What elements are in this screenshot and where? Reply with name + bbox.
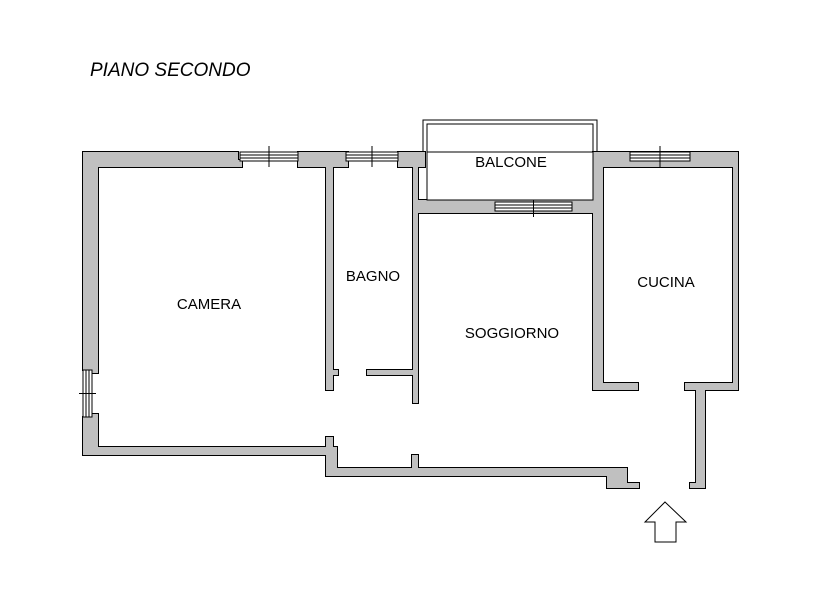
window-icon (345, 146, 399, 167)
window-icon (239, 146, 299, 167)
wall-segment (92, 367, 98, 373)
room-label-bagno: BAGNO (345, 268, 401, 285)
wall-segment (236, 160, 242, 167)
wall-segment (690, 483, 705, 488)
wall-segment (83, 152, 238, 167)
wall-segment (342, 160, 348, 167)
wall-segment (696, 383, 705, 488)
walls (82, 151, 739, 489)
room-label-cucina: CUCINA (637, 274, 695, 291)
wall-segment (398, 152, 425, 167)
room-label-balcone: BALCONE (475, 154, 547, 171)
wall-segment (92, 414, 98, 420)
wall-segment (413, 152, 418, 403)
wall-segment (326, 437, 333, 455)
wall-segment (83, 152, 98, 370)
wall-segment (333, 370, 338, 375)
wall-segment (83, 447, 333, 455)
room-label-soggiorno: SOGGIORNO (464, 325, 560, 342)
window-icon (79, 369, 96, 418)
wall-segment (298, 152, 348, 167)
balcony-railing (422, 119, 598, 201)
window-icon (629, 146, 691, 167)
wall-segment (685, 383, 738, 390)
wall-segment (412, 455, 418, 468)
wall-segment (298, 160, 304, 167)
wall-segment (607, 483, 639, 488)
wall-segment (598, 383, 638, 390)
wall-segment (326, 468, 627, 476)
wall-segment (398, 160, 404, 167)
wall-segment (593, 152, 603, 390)
wall-segment (83, 417, 98, 455)
entrance-arrow-icon (643, 501, 688, 543)
wall-segment (733, 152, 738, 390)
wall-segment (326, 167, 333, 390)
wall-segment (367, 370, 415, 375)
wall-segment (326, 447, 337, 476)
floor-title: PIANO SECONDO (90, 60, 251, 81)
room-label-camera: CAMERA (176, 296, 242, 313)
